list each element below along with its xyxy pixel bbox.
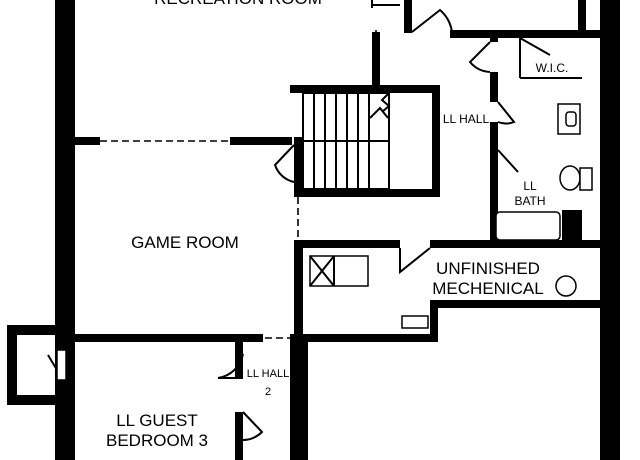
- sink-icon: [565, 111, 577, 127]
- bath-wall-west-upper: [490, 122, 498, 156]
- bath-wall-west: [490, 150, 498, 245]
- hall-wall-top: [404, 0, 412, 33]
- hall2-wall-west-upper: [235, 334, 243, 378]
- rec-room-wall-right: [230, 137, 292, 145]
- bedroom-wall-top: [55, 334, 243, 342]
- door-swing-bedroom: [242, 411, 264, 441]
- hall-wall-east-mid: [490, 72, 498, 102]
- label-unfinished: UNFINISHED: [436, 259, 540, 278]
- stair-break-line: [380, 92, 391, 113]
- door-swing-bath: [497, 149, 519, 173]
- openings: [100, 0, 400, 339]
- window-sash: [47, 354, 58, 371]
- fixtures: [309, 37, 593, 329]
- label-ll-hall-2-line1: LL HALL: [247, 368, 289, 380]
- east-wall: [600, 0, 620, 460]
- window-well-left: [7, 325, 17, 405]
- mech-wall-bottom: [294, 334, 438, 342]
- doors: [47, 8, 519, 441]
- hall2-wall-top-left: [243, 334, 263, 342]
- toilet-icon: [559, 165, 581, 191]
- game-room-east-wall-lower: [294, 240, 303, 340]
- window-well-bottom: [7, 395, 75, 405]
- mech-wall-south: [430, 300, 620, 308]
- label-mechanical: MECHENICAL: [432, 279, 543, 298]
- label-ll-bath-1: LL: [523, 179, 537, 193]
- bathtub-icon: [495, 211, 561, 241]
- walls: [7, 0, 620, 460]
- water-heater: [309, 255, 369, 287]
- bath-wall-bottom: [490, 240, 600, 248]
- label-game-room: GAME ROOM: [131, 233, 239, 252]
- hall2-wall-west-lower: [235, 412, 243, 460]
- door-swing-hall-top: [411, 8, 453, 33]
- label-guest-bedroom-line1: LL GUEST: [116, 411, 198, 430]
- sump-pump-icon: [555, 275, 577, 297]
- room-labels: RECREATION ROOM GAME ROOM LL HALL W.I.C.…: [106, 0, 568, 450]
- mech-wall-step: [430, 300, 438, 342]
- door-swing-stairs: [273, 144, 295, 183]
- stair-wall-top: [290, 85, 440, 93]
- upper-right-wall: [578, 0, 586, 38]
- stair-wall-east: [432, 85, 440, 197]
- hall2-wall-east: [290, 334, 308, 460]
- rec-room-wall-left: [55, 137, 100, 145]
- toilet-tank: [579, 167, 593, 191]
- staircase: [302, 92, 391, 190]
- door-swing-hall2: [217, 353, 244, 379]
- closet-wall-top: [450, 30, 600, 38]
- door-swing-mech: [399, 247, 431, 275]
- label-recreation-room: RECREATION ROOM: [154, 0, 322, 8]
- mech-wall-top: [300, 240, 400, 248]
- door-swing-closet: [468, 41, 491, 73]
- label-ll-bath-2: BATH: [514, 194, 545, 208]
- hall-wall-east-top: [490, 30, 498, 42]
- stair-wall-bottom: [294, 189, 440, 197]
- label-wic: W.I.C.: [536, 61, 569, 75]
- stair-direction-arrow: [369, 106, 389, 119]
- west-wall: [55, 0, 75, 460]
- label-guest-bedroom-line2: BEDROOM 3: [106, 431, 208, 450]
- label-ll-hall: LL HALL: [443, 112, 490, 126]
- window-well-top: [7, 325, 75, 335]
- wic-door: [519, 37, 551, 56]
- door-swing-bath-upper: [497, 101, 516, 125]
- electrical-panel: [401, 315, 429, 329]
- label-ll-hall-2-line2: 2: [265, 386, 271, 398]
- window-well-opening: [56, 349, 67, 381]
- mech-wall-top-right: [430, 240, 492, 248]
- game-room-east-wall-upper: [294, 137, 303, 197]
- bath-closet: [562, 210, 582, 246]
